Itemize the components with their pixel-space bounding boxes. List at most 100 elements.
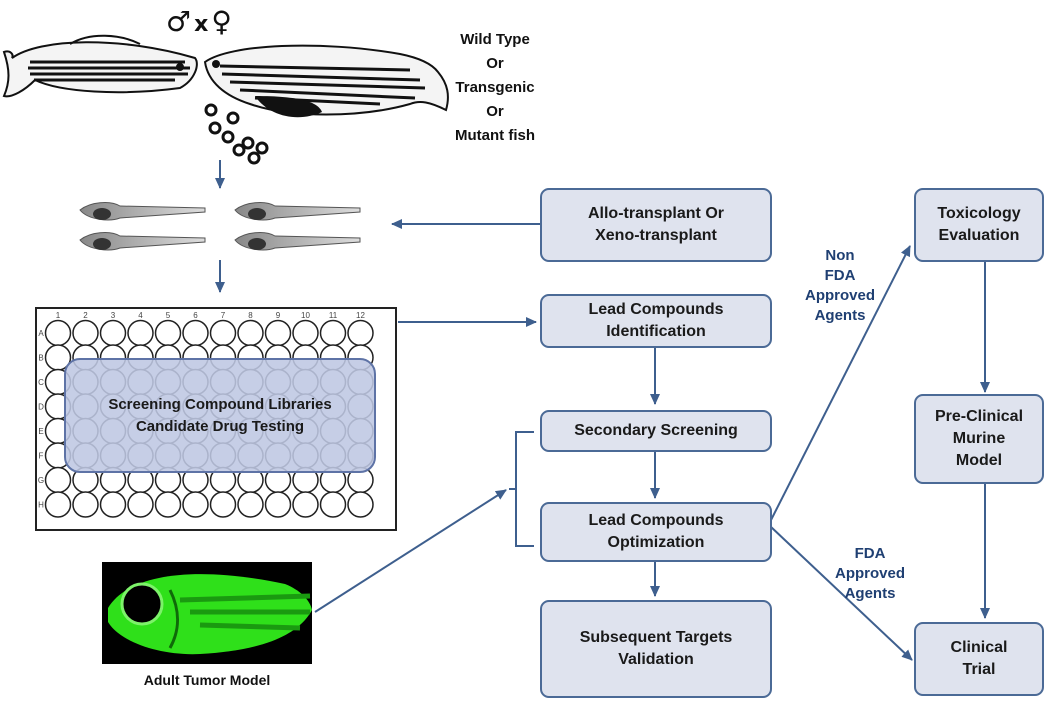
plate-row-label: B [38, 354, 43, 363]
plate-column-label: 12 [356, 311, 365, 320]
subsequent-validation-box: Subsequent Targets Validation [540, 600, 772, 698]
non-fda-line-4: Agents [814, 307, 866, 324]
well-G1 [44, 466, 72, 494]
screening-line-1: Screening Compound Libraries [108, 395, 332, 413]
well-A5 [154, 319, 182, 347]
plate-row-label: A [38, 329, 44, 338]
well-A10 [292, 319, 319, 347]
plate-column-label: 8 [248, 311, 253, 320]
well-A11 [319, 319, 347, 347]
plate-row-label: F [39, 452, 44, 461]
well-A9 [264, 319, 292, 347]
well-A8 [237, 319, 264, 347]
arrow-opt-to-clinical [769, 525, 913, 661]
plate-row-label: G [38, 476, 44, 485]
female-zebrafish [203, 44, 449, 118]
fish-type-line-4: Or [486, 103, 504, 120]
plate-column-label: 6 [193, 311, 198, 320]
well-H10 [292, 491, 319, 518]
clinical-line-2: Trial [962, 661, 996, 678]
non-fda-line-3: Approved [804, 287, 875, 304]
plate-column-label: 2 [83, 311, 88, 320]
fish-type-line-5: Mutant fish [455, 127, 535, 144]
well-A3 [99, 319, 127, 347]
non-fda-line-2: FDA [824, 267, 856, 284]
fda-line-1: FDA [854, 545, 886, 562]
lead-identification-box: Lead Compounds Identification [540, 294, 772, 348]
bracket [509, 431, 534, 547]
secondary-line-1: Secondary Screening [574, 422, 738, 439]
preclinical-line-1: Pre-Clinical [934, 408, 1024, 425]
well-A1 [44, 319, 72, 347]
non-fda-line-1: Non [825, 247, 855, 264]
well-H2 [72, 491, 99, 518]
well-A2 [72, 319, 99, 347]
eggs [204, 103, 269, 165]
well-H8 [237, 491, 264, 518]
toxicology-line-2: Evaluation [938, 227, 1020, 244]
fda-line-2: Approved [834, 565, 905, 582]
lead-opt-line-1: Lead Compounds [588, 512, 724, 529]
well-A7 [209, 319, 237, 347]
arrow-tumor-to-bracket [314, 489, 507, 613]
well-H6 [182, 491, 209, 518]
plate-column-label: 3 [111, 311, 116, 320]
plate-column-label: 11 [329, 311, 338, 320]
larvae-group [79, 202, 361, 251]
screening-overlay: Screening Compound Libraries Candidate D… [64, 358, 376, 473]
clinical-trial-box: Clinical Trial [914, 622, 1044, 696]
secondary-screening-box: Secondary Screening [540, 410, 772, 452]
flow-arrows [215, 160, 990, 661]
toxicology-box: Toxicology Evaluation [914, 188, 1044, 262]
fda-label: FDA Approved Agents [822, 544, 918, 604]
cross-symbol: x [194, 12, 209, 37]
well-A12 [347, 319, 374, 347]
subsequent-line-1: Subsequent Targets [579, 629, 733, 646]
fish-type-line-2: Or [486, 55, 504, 72]
male-zebrafish [2, 34, 198, 98]
toxicology-line-1: Toxicology [937, 205, 1021, 222]
well-H1 [44, 491, 72, 518]
plate-row-label: C [38, 378, 44, 387]
female-symbol: ♀ [211, 5, 232, 38]
preclinical-line-3: Model [955, 452, 1003, 469]
fish-type-line-3: Transgenic [455, 79, 535, 96]
mating-cross: ♂x♀ [166, 6, 232, 41]
plate-column-label: 10 [301, 311, 310, 320]
well-A4 [127, 319, 154, 347]
arrow-opt-to-toxicology [769, 245, 911, 523]
well-H4 [127, 491, 154, 518]
fish-type-line-1: Wild Type [460, 31, 530, 48]
well-H5 [154, 491, 182, 518]
lead-id-line-1: Lead Compounds [588, 301, 724, 318]
tumor-caption-text: Adult Tumor Model [143, 672, 271, 688]
well-H12 [347, 491, 374, 518]
preclinical-box: Pre-Clinical Murine Model [914, 394, 1044, 484]
fda-line-3: Agents [844, 585, 896, 602]
plate-column-label: 5 [166, 311, 171, 320]
transplant-line-1: Allo-transplant Or [587, 205, 724, 222]
subsequent-line-2: Validation [618, 651, 694, 668]
lead-opt-line-2: Optimization [607, 534, 705, 551]
male-symbol: ♂ [166, 5, 192, 38]
lead-id-line-2: Identification [606, 323, 706, 340]
plate-row-label: E [38, 427, 43, 436]
well-H3 [99, 491, 127, 518]
well-A6 [182, 319, 209, 347]
plate-row-label: D [38, 403, 44, 412]
screening-line-2: Candidate Drug Testing [135, 417, 305, 435]
non-fda-label: Non FDA Approved Agents [792, 246, 888, 326]
clinical-line-1: Clinical [950, 639, 1008, 656]
plate-column-label: 9 [276, 311, 281, 320]
plate-column-label: 4 [138, 311, 143, 320]
transplant-box: Allo-transplant Or Xeno-transplant [540, 188, 772, 262]
well-H7 [209, 491, 237, 518]
plate-column-label: 1 [56, 311, 61, 320]
fish-types-label: Wild Type Or Transgenic Or Mutant fish [425, 28, 565, 148]
plate-column-label: 7 [221, 311, 226, 320]
well-H11 [319, 491, 347, 518]
preclinical-line-2: Murine [952, 430, 1006, 447]
